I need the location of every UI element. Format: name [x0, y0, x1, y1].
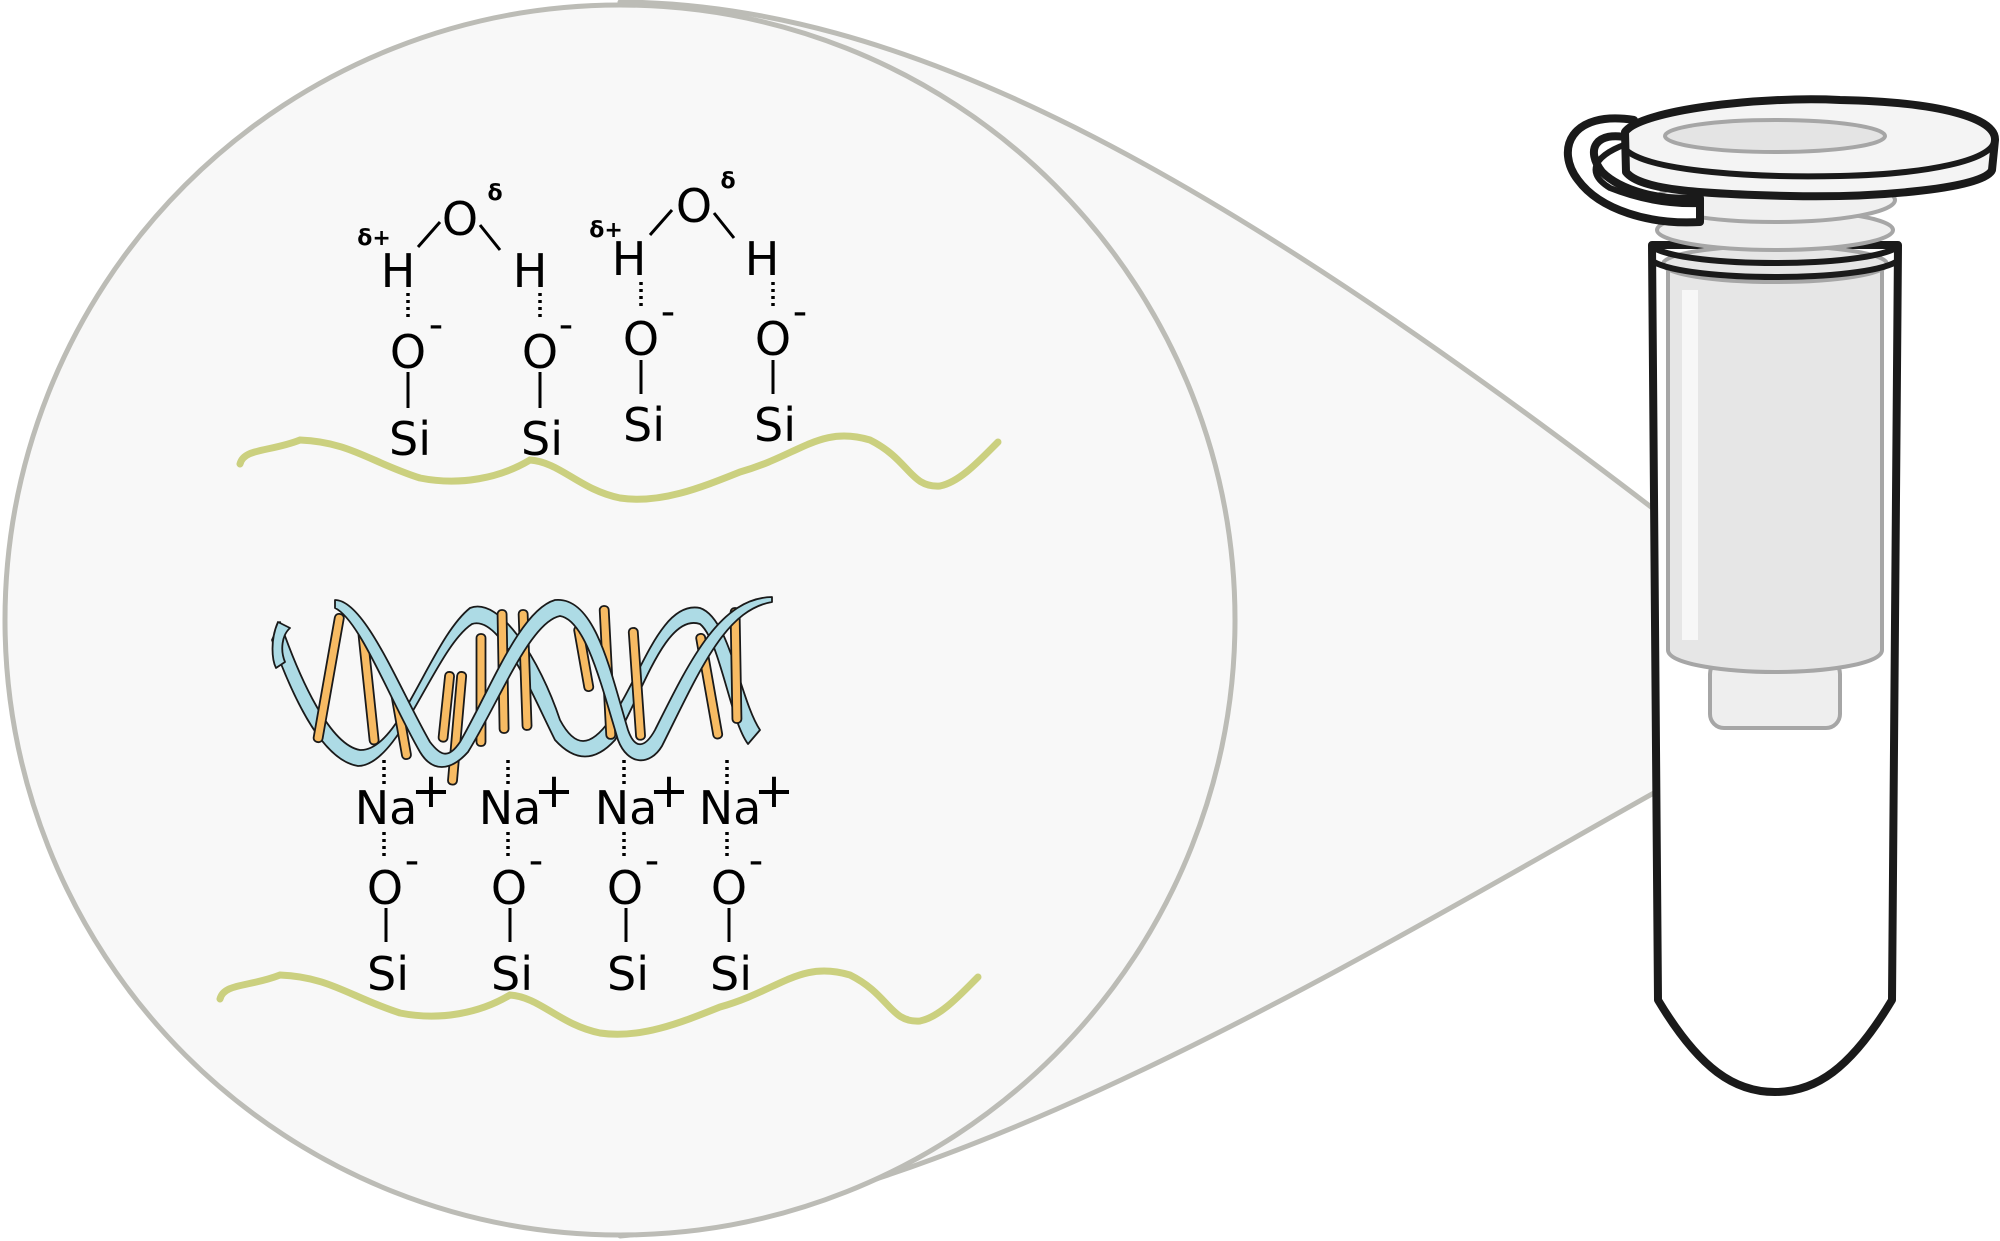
- column-body: [1666, 268, 1884, 675]
- silanol-oxygen-label: O: [390, 325, 426, 379]
- silicon-label: Si: [521, 412, 563, 466]
- tube-hinge: [1592, 137, 1701, 208]
- silanol-group: O - Si: [389, 293, 443, 466]
- microcentrifuge-spin-column-icon: [1563, 95, 1999, 1096]
- oh-bond: [416, 221, 442, 248]
- silanol-oxygen-label: O: [623, 312, 659, 366]
- partial-positive-label: δ+: [357, 226, 391, 251]
- negative-charge-label: -: [661, 289, 675, 335]
- positive-charge-label: +: [754, 763, 794, 819]
- water-hydrogen-label: H: [513, 244, 548, 298]
- silanol-oxygen-label: O: [367, 861, 403, 915]
- silicon-label: Si: [623, 398, 665, 452]
- water-oxygen-label: O: [676, 179, 712, 233]
- cation-bridge: Na + O - Si: [595, 760, 689, 1001]
- oh-bond: [648, 209, 674, 236]
- tube-cap-edge: [1623, 140, 1997, 180]
- cation-bridge: Na + O - Si: [355, 760, 451, 1001]
- water-hydrogen-label: H: [381, 244, 416, 298]
- water-oxygen-label: O: [442, 192, 478, 246]
- sodium-label: Na: [595, 781, 658, 835]
- silicon-label: Si: [389, 412, 431, 466]
- positive-charge-label: +: [534, 763, 574, 819]
- silica-surface-top: [236, 432, 1002, 503]
- tube-hinge: [1563, 114, 1704, 227]
- dna-silica-panel: Na + O - Si Na + O - Si Na + O - Si: [216, 596, 982, 1038]
- dna-double-helix-icon: [271, 596, 773, 786]
- partial-positive-label: δ+: [589, 218, 623, 243]
- silica-surface-bottom: [216, 967, 982, 1038]
- tube-collar: [1652, 245, 1898, 280]
- negative-charge-label: -: [645, 838, 659, 884]
- partial-negative-label: δ: [487, 181, 502, 206]
- sodium-label: Na: [479, 781, 542, 835]
- negative-charge-label: -: [429, 302, 443, 348]
- base-pair: [627, 627, 646, 741]
- water-hydrogen-label: H: [612, 232, 647, 286]
- negative-charge-label: -: [559, 302, 573, 348]
- partial-negative-label: δ: [720, 169, 735, 194]
- cation-bridge: Na + O - Si: [699, 760, 794, 1001]
- negative-charge-label: -: [793, 289, 807, 335]
- water-hydrogen-label: H: [745, 232, 780, 286]
- spin-column-insert: [1653, 176, 1897, 730]
- dna-backbone-strand: [271, 605, 761, 767]
- water-silica-panel: O δ H δ+ H O δ H δ+ H O - Si O: [236, 169, 1002, 503]
- silicon-label: Si: [367, 947, 409, 1001]
- dna-backbone-strand: [271, 621, 291, 669]
- oh-bond: [712, 212, 736, 239]
- silanol-oxygen-label: O: [755, 312, 791, 366]
- negative-charge-label: -: [405, 838, 419, 884]
- silanol-oxygen-label: O: [607, 861, 643, 915]
- tube-cap-recess: [1663, 118, 1887, 154]
- cation-bridge: Na + O - Si: [479, 760, 574, 1001]
- magnifier-icon: [2, 0, 1778, 1239]
- sodium-label: Na: [699, 781, 762, 835]
- base-pair: [729, 607, 743, 724]
- silanol-oxygen-label: O: [491, 861, 527, 915]
- water-molecule: O δ H δ+ H: [357, 181, 547, 298]
- silicon-label: Si: [491, 947, 533, 1001]
- silicon-label: Si: [710, 947, 752, 1001]
- silanol-group: O - Si: [623, 282, 675, 452]
- silanol-oxygen-label: O: [522, 325, 558, 379]
- negative-charge-label: -: [749, 838, 763, 884]
- magnifier-circle: [2, 2, 1238, 1238]
- water-molecule: O δ H δ+ H: [589, 169, 779, 286]
- base-pair: [437, 671, 455, 743]
- silanol-group: O - Si: [521, 293, 573, 466]
- negative-charge-label: -: [529, 838, 543, 884]
- base-pair: [312, 612, 345, 744]
- silanol-oxygen-label: O: [711, 861, 747, 915]
- dna-backbone-strand: [334, 596, 773, 768]
- silicon-label: Si: [754, 398, 796, 452]
- positive-charge-label: +: [649, 763, 689, 819]
- positive-charge-label: +: [411, 763, 451, 819]
- oh-bond: [478, 224, 502, 251]
- silanol-group: O - Si: [754, 282, 807, 452]
- sodium-label: Na: [355, 781, 418, 835]
- silicon-label: Si: [607, 947, 649, 1001]
